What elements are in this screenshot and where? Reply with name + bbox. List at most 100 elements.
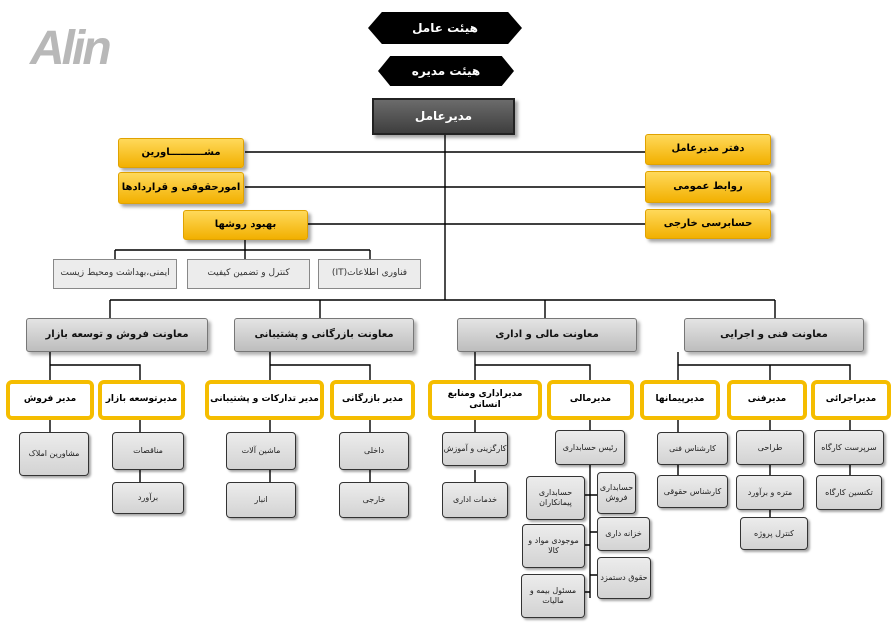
unit-executive-1-label: تکنسین کارگاه [825, 487, 873, 497]
manager-logistics: مدیر تدارکات و پشتیبانی [205, 380, 324, 420]
ceo-label: مدیرعامل [414, 109, 473, 123]
unit-logistics-0-label: ماشین آلات [241, 446, 281, 455]
board-box: هیئت عامل [368, 12, 522, 44]
manager-market: مدیرتوسعه بازار [98, 380, 185, 420]
unit-hr-1: خدمات اداری [442, 482, 508, 518]
manager-hr-label: مدیراداری ومنابع انسانی [447, 388, 523, 410]
manager-finance-label: مدیرمالی [569, 394, 612, 405]
unit-technical-2: کنترل پروژه [740, 517, 808, 550]
unit-executive-1: تکنسین کارگاه [816, 475, 882, 510]
unit-finance-4-label: حسابداری فروش [599, 483, 634, 502]
manager-technical: مدیرفنی [727, 380, 807, 420]
unit-contracts-0: کارشناس فنی [657, 432, 728, 465]
unit-hr-1-label: خدمات اداری [452, 495, 498, 504]
unit-sales-0-label: مشاورین املاک [28, 449, 80, 458]
unit-technical-0-label: طراحی [757, 442, 783, 452]
unit-technical-2-label: کنترل پروژه [754, 528, 794, 538]
unit-logistics-1-label: انبار [254, 495, 268, 504]
unit-market-1: برآورد [112, 482, 184, 514]
manager-contracts: مدیرپیمانها [640, 380, 720, 420]
unit-quality: کنترل و تضمین کیفیت [187, 259, 310, 289]
unit-finance-5: خزانه داری [597, 517, 650, 551]
manager-logistics-label: مدیر تدارکات و پشتیبانی [210, 394, 319, 405]
unit-it: فناوری اطلاعات(IT) [318, 259, 421, 289]
connector-tech-managers [677, 352, 851, 517]
deputy-technical-label: معاونت فنی و اجرایی [720, 328, 828, 340]
manager-commerce-label: مدیر بازرگانی [341, 394, 404, 405]
unit-technical-1: متره و برآورد [736, 475, 804, 510]
unit-finance-1: حسابداری پیمانکاران [526, 476, 585, 520]
deputy-finance: معاونت مالی و اداری [457, 318, 637, 352]
unit-contracts-0-label: کارشناس فنی [669, 443, 716, 453]
deputy-technical: معاونت فنی و اجرایی [684, 318, 864, 352]
unit-technical-1-label: متره و برآورد [747, 487, 793, 497]
unit-finance-0-label: رئیس حسابداری [562, 442, 618, 452]
staff-advisors-label: مشــــــــــاورین [141, 146, 221, 158]
staff-legal: امورحقوقی و قراردادها [118, 172, 244, 204]
staff-public-relations: روابط عمومی [645, 171, 771, 203]
unit-sales-0: مشاورین املاک [19, 432, 89, 476]
unit-contracts-1-label: کارشناس حقوقی [663, 486, 722, 496]
deputy-sales: معاونت فروش و توسعه بازار [26, 318, 208, 352]
unit-hse: ایمنی،بهداشت ومحیط زیست [53, 259, 177, 289]
manager-sales: مدیر فروش [6, 380, 94, 420]
logo-text: Alin [29, 22, 110, 70]
unit-finance-3-label: مسئول بیمه و مالیات [529, 586, 577, 605]
staff-external-audit: حسابرسی خارجی [645, 209, 771, 239]
alin-logo: Alin [29, 22, 113, 70]
deputy-commerce-label: معاونت بازرگانی و پشتیبانی [254, 328, 394, 340]
unit-commerce-1: خارجی [339, 482, 409, 518]
unit-quality-label: کنترل و تضمین کیفیت [207, 268, 290, 279]
unit-finance-0: رئیس حسابداری [555, 430, 625, 465]
manager-contracts-label: مدیرپیمانها [655, 394, 705, 405]
unit-hr-0: کارگزینی و آموزش [442, 432, 508, 466]
connector-commerce-managers [269, 352, 371, 482]
unit-finance-5-label: خزانه داری [605, 529, 642, 538]
staff-public-relations-label: روابط عمومی [673, 180, 743, 192]
unit-hse-label: ایمنی،بهداشت ومحیط زیست [60, 268, 170, 279]
unit-finance-6: حقوق دستمزد [597, 557, 651, 599]
unit-executive-0: سرپرست کارگاه [814, 430, 884, 465]
unit-finance-4: حسابداری فروش [597, 472, 636, 514]
manager-finance: مدیرمالی [547, 380, 634, 420]
manager-commerce: مدیر بازرگانی [330, 380, 415, 420]
staff-improvement-label: بهبود روشها [214, 218, 277, 230]
unit-technical-0: طراحی [736, 430, 804, 465]
staff-ceo-office: دفتر مدیرعامل [645, 134, 771, 165]
unit-finance-6-label: حقوق دستمزد [600, 573, 648, 582]
staff-external-audit-label: حسابرسی خارجی [663, 217, 753, 229]
unit-market-1-label: برآورد [137, 493, 159, 502]
deputy-sales-label: معاونت فروش و توسعه بازار [45, 328, 189, 340]
connector-admin-managers [474, 352, 591, 482]
staff-ceo-office-label: دفتر مدیرعامل [671, 143, 745, 155]
unit-market-0: مناقصات [112, 432, 184, 470]
unit-market-0-label: مناقصات [133, 446, 163, 455]
unit-it-label: فناوری اطلاعات(IT) [331, 268, 408, 279]
unit-contracts-1: کارشناس حقوقی [657, 475, 728, 508]
manager-sales-label: مدیر فروش [23, 394, 77, 405]
ceo-box: مدیرعامل [372, 98, 515, 135]
directors-box: هیئت مدیره [378, 56, 514, 86]
board-label: هیئت عامل [412, 20, 478, 35]
unit-commerce-0: داخلی [339, 432, 409, 470]
unit-executive-0-label: سرپرست کارگاه [821, 442, 877, 452]
unit-finance-3: مسئول بیمه و مالیات [521, 574, 585, 618]
manager-executive: مدیراجرائی [811, 380, 891, 420]
manager-hr: مدیراداری ومنابع انسانی [428, 380, 542, 420]
manager-market-label: مدیرتوسعه بازار [105, 394, 178, 405]
staff-improvement: بهبود روشها [183, 210, 308, 240]
unit-commerce-0-label: داخلی [363, 446, 385, 455]
manager-executive-label: مدیراجرائی [825, 394, 877, 405]
unit-logistics-0: ماشین آلات [226, 432, 296, 470]
unit-logistics-1: انبار [226, 482, 296, 518]
staff-advisors: مشــــــــــاورین [118, 138, 244, 168]
unit-finance-2: موجودی مواد و کالا [522, 524, 585, 568]
staff-legal-label: امورحقوقی و قراردادها [121, 181, 241, 193]
deputy-commerce: معاونت بازرگانی و پشتیبانی [234, 318, 414, 352]
connector-improvement [114, 240, 371, 260]
unit-finance-2-label: موجودی مواد و کالا [528, 536, 579, 555]
directors-label: هیئت مدیره [411, 63, 481, 78]
connector-deputies [109, 299, 776, 318]
unit-hr-0-label: کارگزینی و آموزش [443, 444, 507, 453]
